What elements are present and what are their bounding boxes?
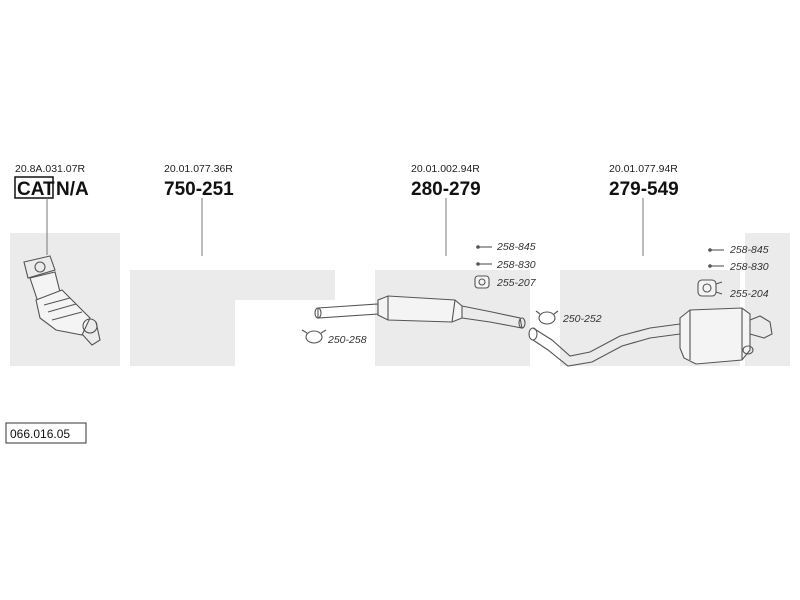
part-label-250-258: 250-258 <box>327 334 367 346</box>
nut-258-830-b <box>708 264 724 268</box>
rubber-mount-255-204 <box>697 279 723 297</box>
catalytic-converter-part <box>23 255 101 346</box>
section-catalyst: 20.8A.031.07R CAT N/A <box>14 163 101 346</box>
section-middle-silencer: 20.01.002.94R 280-279 250-258 258-845 25… <box>301 163 537 346</box>
part-label-255-207: 255-207 <box>496 277 537 289</box>
diagram-code: 066.016.05 <box>10 427 70 441</box>
section-front-pipe: 20.01.077.36R 750-251 <box>164 163 234 256</box>
bolt-258-845-a <box>476 245 492 249</box>
part-label-258-845: 258-845 <box>729 244 769 256</box>
cat-label: CAT <box>17 179 55 200</box>
watermark <box>10 233 790 366</box>
part-label-258-830: 258-830 <box>729 261 769 273</box>
part-label-258-830: 258-830 <box>496 259 536 271</box>
part-number: 279-549 <box>609 179 679 200</box>
ref-number: 20.01.077.94R <box>609 163 678 175</box>
section-rear-silencer: 20.01.077.94R 279-549 250-252 258-845 25… <box>528 163 773 367</box>
ref-number: 20.01.002.94R <box>411 163 480 175</box>
clamp-250-258 <box>301 329 327 344</box>
part-label-255-204: 255-204 <box>729 288 769 300</box>
clamp-250-252 <box>535 310 559 325</box>
part-label-258-845: 258-845 <box>496 241 536 253</box>
nut-258-830-a <box>476 262 492 266</box>
cat-box <box>14 176 54 199</box>
rear-silencer-part <box>528 307 773 367</box>
part-number: N/A <box>56 179 89 200</box>
rubber-mount-255-207 <box>474 275 490 289</box>
part-label-250-252: 250-252 <box>562 313 602 325</box>
part-number: 280-279 <box>411 179 481 200</box>
bolt-258-845-b <box>708 248 724 252</box>
middle-silencer-part <box>314 295 526 329</box>
ref-number: 20.01.077.36R <box>164 163 233 175</box>
part-number: 750-251 <box>164 179 234 200</box>
ref-number: 20.8A.031.07R <box>15 163 85 175</box>
diagram-code-box: 066.016.05 <box>5 422 87 444</box>
